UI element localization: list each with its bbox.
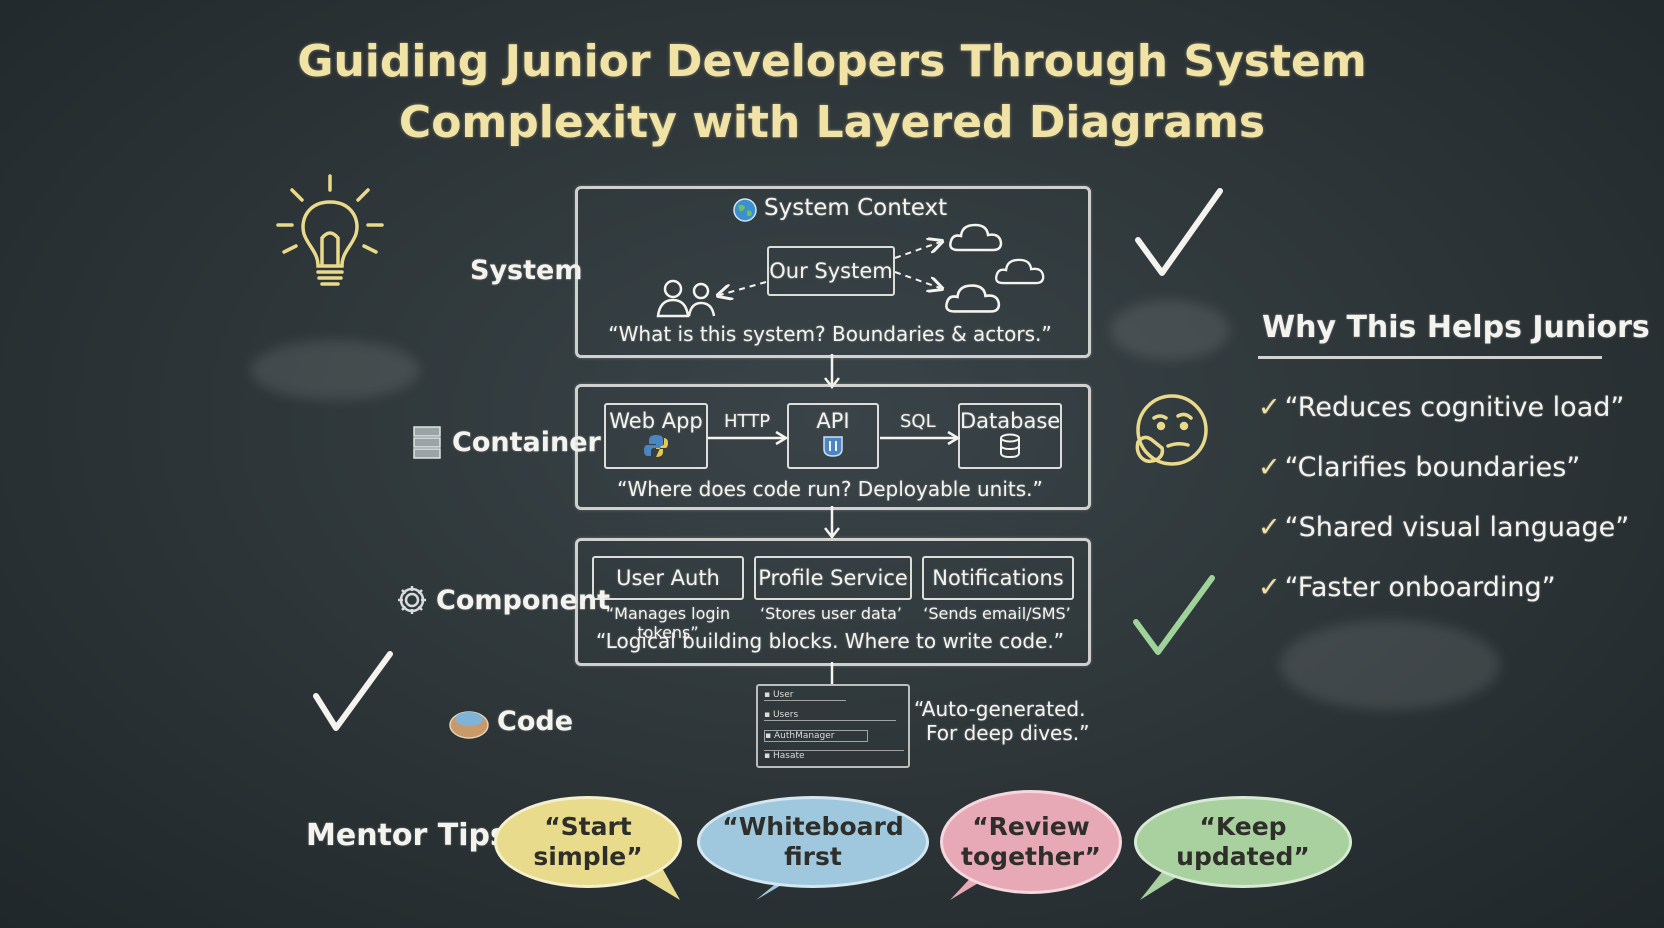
code-class-name: Users	[772, 710, 799, 720]
why-item: ✓“Faster onboarding”	[1258, 572, 1556, 603]
why-item-text: “Reduces cognitive load”	[1284, 392, 1625, 423]
layer-label-code: Code	[497, 706, 574, 737]
code-class-name: AuthManager	[773, 731, 835, 741]
web-app-box: Web App	[604, 403, 708, 469]
container-arrows	[708, 430, 960, 446]
check-icon: ✓	[1258, 572, 1281, 603]
api-label: API	[816, 409, 850, 433]
gear-icon	[398, 586, 426, 614]
code-class-name: Hasate	[772, 751, 805, 761]
system-arrows	[700, 220, 1000, 310]
code-caption-line-2: For deep dives.”	[926, 721, 1090, 745]
user-auth-desc: “Manages login tokens”	[605, 604, 731, 642]
system-caption: “What is this system? Boundaries & actor…	[608, 322, 1052, 346]
why-item: ✓“Shared visual language”	[1258, 512, 1629, 543]
code-class-name: User	[772, 690, 794, 700]
code-stone-icon	[449, 711, 489, 739]
chalk-smudge	[1110, 300, 1230, 360]
layer-connector	[830, 662, 834, 684]
code-class-row: ▪ User	[764, 690, 846, 701]
layer-label-component: Component	[436, 585, 611, 616]
code-class-row: ▪ Hasate	[764, 750, 904, 761]
database-icon	[1000, 433, 1020, 459]
tip-text-line-2: together”	[961, 842, 1101, 871]
why-heading: Why This Helps Juniors	[1262, 310, 1650, 345]
user-auth-box: User Auth	[592, 556, 744, 600]
tip-text: “Whiteboard first	[722, 812, 904, 871]
notifications-desc: ‘Sends email/SMS’	[923, 604, 1071, 623]
title-line-1: Guiding Junior Developers Through System	[297, 36, 1367, 87]
mentor-tips-label: Mentor Tips	[306, 818, 508, 853]
database-box: Database	[958, 403, 1062, 469]
tip-bubble: “Start simple”	[494, 796, 682, 888]
why-item: ✓“Reduces cognitive load”	[1258, 392, 1624, 423]
why-item-text: “Clarifies boundaries”	[1284, 452, 1581, 483]
web-app-label: Web App	[609, 409, 703, 433]
tip-text: “Keep updated”	[1176, 812, 1310, 871]
tip-bubble: “Whiteboard first	[697, 796, 929, 888]
page-title: Guiding Junior Developers Through System…	[0, 32, 1664, 153]
code-caption: “Auto-generated. For deep dives.”	[914, 697, 1090, 745]
chalk-smudge	[250, 340, 420, 400]
code-caption-line-1: “Auto-generated.	[914, 697, 1086, 721]
why-item-text: “Shared visual language”	[1284, 512, 1630, 543]
container-caption: “Where does code run? Deployable units.”	[617, 477, 1043, 501]
python-icon	[644, 435, 668, 457]
why-heading-underline	[1258, 356, 1602, 359]
api-icon	[823, 436, 843, 457]
why-item-text: “Faster onboarding”	[1284, 572, 1556, 603]
api-box: API	[787, 403, 879, 469]
cloud-icon	[945, 284, 1001, 313]
notifications-box: Notifications	[922, 556, 1074, 600]
checkmark-icon	[1133, 575, 1215, 655]
http-label: HTTP	[724, 411, 771, 432]
profile-service-box: Profile Service	[754, 556, 912, 600]
layer-arrow	[824, 354, 840, 390]
tip-text: “Start simple”	[533, 812, 643, 871]
checkmark-icon	[1135, 188, 1223, 276]
code-class-row: ▪ AuthManager	[764, 730, 868, 742]
layer-arrow	[824, 506, 840, 540]
thinking-face-icon	[1135, 394, 1208, 466]
server-icon	[413, 426, 441, 459]
actors-icon	[656, 279, 716, 318]
database-label: Database	[960, 409, 1061, 433]
component-caption: “Logical building blocks. Where to write…	[595, 629, 1065, 653]
why-item: ✓“Clarifies boundaries”	[1258, 452, 1580, 483]
cloud-icon	[994, 258, 1045, 285]
cloud-icon	[949, 223, 1003, 252]
tip-bubble: “Keep updated”	[1134, 796, 1352, 888]
checkmark-icon	[313, 651, 393, 731]
profile-service-desc: ‘Stores user data’	[760, 604, 902, 623]
tip-bubble: “Review together”	[940, 790, 1122, 894]
system-context-header: System Context	[764, 195, 948, 221]
code-class-row: ▪ Users	[764, 710, 896, 721]
lightbulb-icon	[276, 174, 384, 286]
title-line-2: Complexity with Layered Diagrams	[398, 97, 1266, 148]
tip-text-line-1: “Review	[972, 812, 1090, 841]
sql-label: SQL	[900, 411, 936, 432]
layer-label-system: System	[470, 255, 583, 286]
check-icon: ✓	[1258, 452, 1281, 483]
check-icon: ✓	[1258, 392, 1281, 423]
globe-icon	[733, 198, 757, 222]
code-class-diagram: ▪ User ▪ Users ▪ AuthManager ▪ Hasate	[756, 684, 910, 768]
chalk-smudge	[1280, 620, 1500, 710]
check-icon: ✓	[1258, 512, 1281, 543]
our-system-box: Our System	[767, 246, 895, 296]
